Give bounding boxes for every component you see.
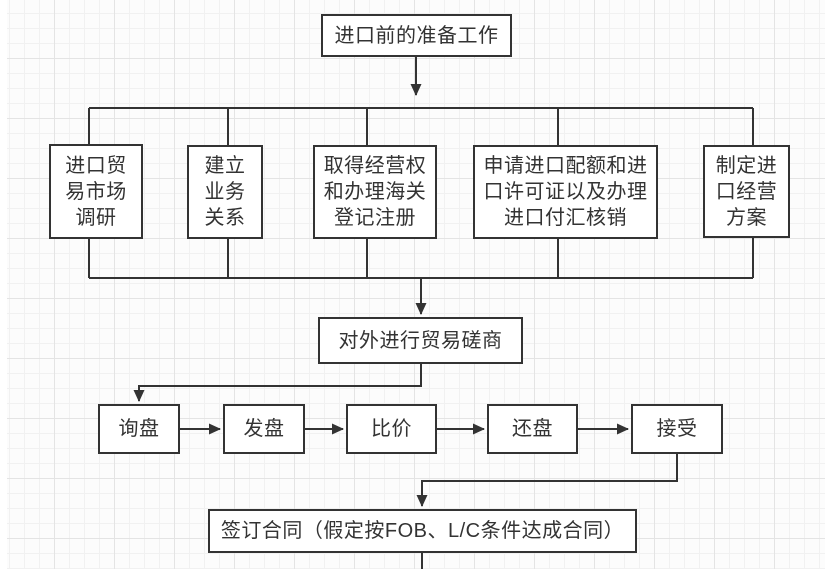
node-inquiry-label: 询盘 (118, 418, 160, 440)
node-prepare-label: 进口前的准备工作 (334, 24, 499, 47)
node-inquiry[interactable]: 询盘 (98, 404, 180, 454)
node-quota-permit-label: 申请进口配额和进口许可证以及办理进口付汇核销 (483, 155, 648, 229)
node-market-research[interactable]: 进口贸易市场调研 (49, 144, 143, 239)
node-offer-label: 发盘 (243, 418, 285, 440)
node-operation-plan-label: 制定进口经营方案 (715, 154, 778, 229)
node-negotiation[interactable]: 对外进行贸易磋商 (318, 317, 523, 364)
node-business-relations[interactable]: 建立业务关系 (187, 145, 263, 239)
node-price-compare[interactable]: 比价 (346, 404, 437, 454)
node-prepare[interactable]: 进口前的准备工作 (321, 14, 512, 57)
node-sign-contract-label: 签订合同（假定按FOB、L/C条件达成合同） (220, 520, 625, 542)
node-sign-contract[interactable]: 签订合同（假定按FOB、L/C条件达成合同） (208, 509, 637, 553)
node-counter-offer-label: 还盘 (512, 418, 553, 440)
node-accept-label: 接受 (656, 418, 698, 440)
node-quota-permit[interactable]: 申请进口配额和进口许可证以及办理进口付汇核销 (473, 145, 658, 239)
node-negotiation-label: 对外进行贸易磋商 (338, 329, 503, 352)
node-counter-offer[interactable]: 还盘 (487, 404, 578, 454)
node-license-registration[interactable]: 取得经营权和办理海关登记注册 (313, 145, 437, 239)
canvas-left-edge (0, 0, 7, 569)
node-accept[interactable]: 接受 (631, 404, 723, 454)
node-operation-plan[interactable]: 制定进口经营方案 (703, 145, 790, 238)
node-price-compare-label: 比价 (371, 418, 412, 440)
node-market-research-label: 进口贸易市场调研 (65, 154, 127, 229)
node-offer[interactable]: 发盘 (223, 404, 305, 454)
node-license-registration-label: 取得经营权和办理海关登记注册 (323, 155, 427, 229)
node-business-relations-label: 建立业务关系 (204, 155, 246, 229)
